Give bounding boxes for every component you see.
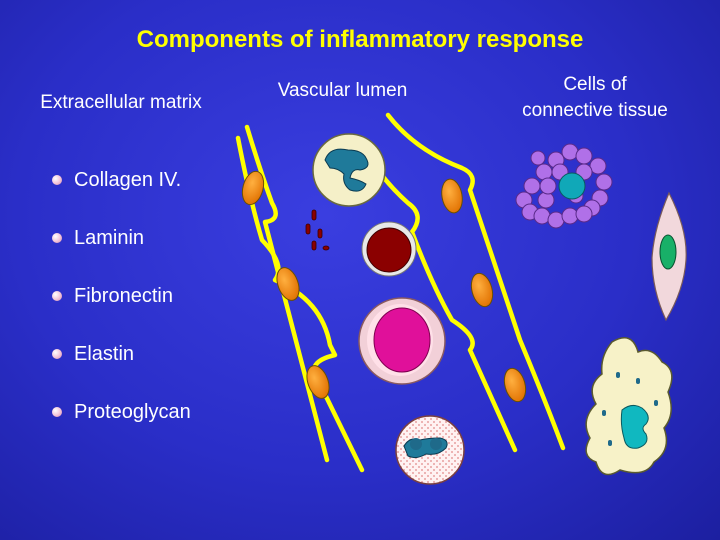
heading-extracellular-matrix: Extracellular matrix [40,92,202,113]
basophil-cell [358,297,446,385]
platelet [305,223,311,235]
heading-connective-tissue: Cells of connective tissue [495,72,695,124]
list-item: Proteoglycan [50,398,191,456]
endothelial-nucleus [306,365,330,399]
platelets [305,209,330,251]
bullet-icon [52,233,62,243]
bullet-icon [52,349,62,359]
heading-connective-tissue-line1: Cells of [563,74,627,95]
vessel-wall-right-inner [362,147,518,453]
slide-title: Components of inflammatory response [136,26,584,53]
mast-cell [515,143,613,229]
heading-connective-tissue-line2: connective tissue [522,100,668,121]
list-item-label: Laminin [74,227,145,249]
matrix-component-list: Collagen IV. Laminin Fibronectin Elastin… [50,166,191,456]
platelet [322,245,330,251]
fibroblast-cell [651,191,687,322]
endothelial-nuclei [241,170,527,403]
endothelial-nucleus [470,272,494,308]
list-item: Laminin [50,224,191,282]
list-item: Fibronectin [50,282,191,340]
platelet [311,240,317,251]
macrophage-cell [585,337,673,476]
list-item-label: Elastin [74,343,135,365]
vessel-wall-right-outer [385,112,566,451]
platelet [317,228,323,239]
bullet-icon [52,407,62,417]
endothelial-nucleus [241,170,265,206]
list-item-label: Collagen IV. [74,169,182,191]
bullet-icon [52,291,62,301]
endothelial-nucleus [276,267,300,301]
neutrophil-cell [312,133,386,207]
vessel-walls [235,112,566,473]
endothelial-nucleus [503,367,527,403]
list-item-label: Fibronectin [74,285,173,307]
red-blood-cell [361,221,417,277]
endothelial-nucleus [441,178,463,214]
list-item: Collagen IV. [50,166,191,224]
list-item-label: Proteoglycan [74,401,191,423]
platelet [311,209,317,221]
heading-vascular-lumen: Vascular lumen [277,80,408,101]
vessel-wall-left-inner [235,135,365,473]
list-item: Elastin [50,340,191,398]
bullet-icon [52,175,62,185]
vessel-wall-left-outer [244,124,330,463]
eosinophil-cell [395,415,465,485]
